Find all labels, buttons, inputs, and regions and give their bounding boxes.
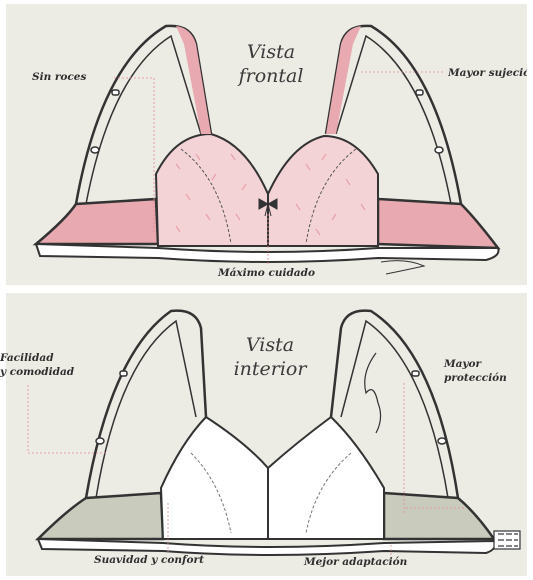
label-more-support: Mayor sujeción [448, 67, 527, 79]
interior-view-bra-illustration [27, 309, 521, 561]
right-side-band [376, 197, 501, 250]
interior-view-panel: Vista interior Facilidad y comodidad May… [0, 293, 527, 576]
front-view-panel: Vista frontal Sin roces Mayor sujeción M… [6, 4, 527, 285]
interior-view-title: Vista interior [224, 333, 316, 381]
bow-icon [258, 198, 278, 217]
label-ease: Facilidad y comodidad [0, 351, 80, 379]
hook-eye-icon [493, 530, 521, 550]
under-band [34, 242, 500, 263]
interior-title-line2: interior [233, 358, 307, 380]
label-fit: Mejor adaptación [304, 556, 408, 568]
right-strap-slider-interior [411, 370, 420, 377]
under-band-interior [36, 537, 496, 556]
label-protection: Mayor protección [444, 357, 507, 385]
label-softness: Suavidad y confort [94, 554, 204, 566]
left-strap-slider [111, 89, 120, 96]
front-view-bra-illustration [32, 24, 501, 275]
label-protection-line1: Mayor [444, 358, 482, 370]
left-strap-slider-interior [119, 370, 128, 377]
left-cup-interior [159, 415, 269, 540]
label-no-rubbing: Sin roces [32, 71, 87, 83]
right-side-band-interior [382, 491, 497, 541]
front-title-line2: frontal [238, 65, 304, 87]
left-strap-interior [84, 309, 208, 499]
label-protection-line2: protección [444, 372, 507, 384]
right-strap [324, 24, 463, 205]
label-ease-line2: y comodidad [0, 366, 75, 378]
left-lace-cup [154, 132, 269, 247]
right-strap-slider [415, 89, 424, 96]
left-side-band [32, 197, 160, 246]
left-side-band-interior [34, 491, 165, 541]
lace-pattern [175, 153, 366, 236]
right-strap-interior [329, 309, 460, 499]
interior-title-line1: Vista [245, 334, 295, 356]
front-title-line1: Vista [246, 41, 296, 63]
right-lace-cup [267, 134, 379, 247]
right-cup-interior [267, 415, 385, 540]
front-view-title: Vista frontal [226, 40, 316, 88]
label-ease-line1: Facilidad [0, 352, 54, 364]
left-strap [74, 24, 213, 205]
label-max-care: Máximo cuidado [218, 267, 315, 279]
